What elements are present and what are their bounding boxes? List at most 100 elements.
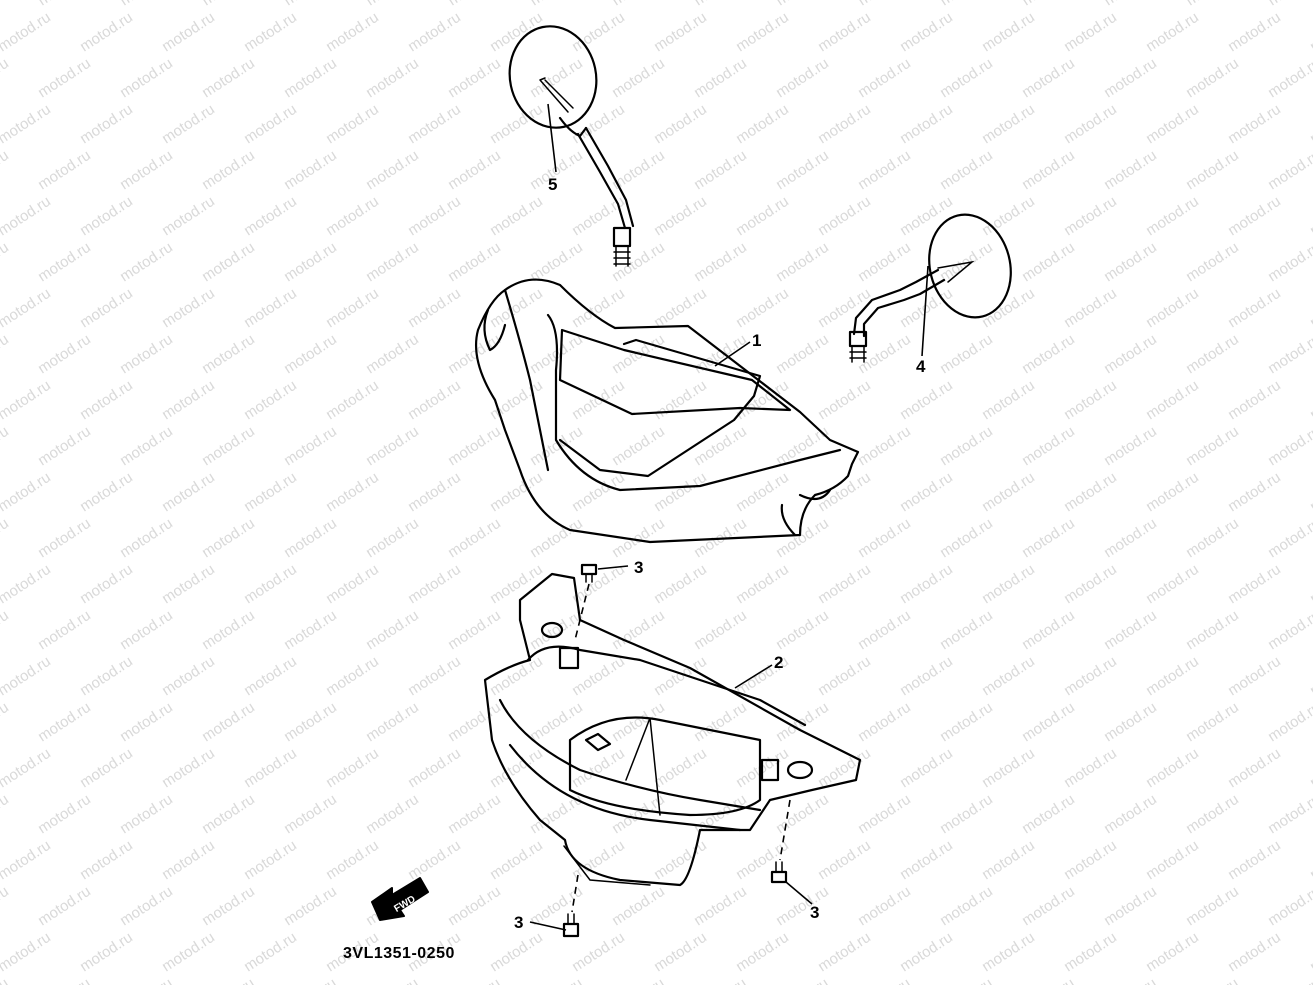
leader-4 [921,265,929,357]
watermark-text: motod.ru [0,791,12,838]
watermark-text: motod.ru [1019,607,1078,654]
watermark-text: motod.ru [0,745,54,792]
watermark-text: motod.ru [1143,653,1202,700]
callout-3-right: 3 [810,903,819,922]
watermark-text: motod.ru [1143,193,1202,240]
watermark-text: motod.ru [855,147,914,194]
watermark-text: motod.ru [35,975,94,985]
leader-3-bottom [529,921,567,931]
watermark-text: motod.ru [1143,929,1202,976]
watermark-text: motod.ru [35,607,94,654]
watermark-text: motod.ru [569,101,628,148]
watermark-text: motod.ru [159,9,218,56]
watermark-text: motod.ru [445,239,504,286]
watermark-text: motod.ru [1225,101,1284,148]
watermark-text: motod.ru [77,377,136,424]
watermark-text: motod.ru [937,883,996,930]
watermark-text: motod.ru [1061,377,1120,424]
watermark-text: motod.ru [1183,55,1242,102]
watermark-text: motod.ru [241,285,300,332]
watermark-text: motod.ru [0,193,54,240]
watermark-text: motod.ru [117,607,176,654]
watermark-text: motod.ru [979,377,1038,424]
watermark-text: motod.ru [363,975,422,985]
watermark-text: motod.ru [1225,745,1284,792]
watermark-text: motod.ru [1019,331,1078,378]
leader-5 [547,103,557,173]
watermark-text: motod.ru [363,515,422,562]
watermark-text: motod.ru [1019,699,1078,746]
watermark-text: motod.ru [1143,745,1202,792]
watermark-text: motod.ru [281,515,340,562]
watermark-text: motod.ru [0,101,54,148]
watermark-text: motod.ru [609,0,668,9]
watermark-text: motod.ru [323,745,382,792]
watermark-text: motod.ru [1061,653,1120,700]
watermark-text: motod.ru [487,469,546,516]
watermark-text: motod.ru [487,653,546,700]
watermark-text: motod.ru [159,193,218,240]
watermark-text: motod.ru [1265,331,1313,378]
watermark-text: motod.ru [691,699,750,746]
watermark-text: motod.ru [323,101,382,148]
callout-3-top: 3 [634,558,643,577]
watermark-text: motod.ru [405,745,464,792]
watermark-text: motod.ru [35,239,94,286]
assembly-line-right [779,799,791,861]
watermark-text: motod.ru [0,469,54,516]
watermark-text: motod.ru [199,791,258,838]
watermark-text: motod.ru [1101,55,1160,102]
watermark-text: motod.ru [855,607,914,654]
watermark-text: motod.ru [937,55,996,102]
watermark-text: motod.ru [1061,837,1120,884]
callout-2: 2 [774,653,783,672]
watermark-text: motod.ru [77,285,136,332]
watermark-text: motod.ru [1183,515,1242,562]
watermark-text: motod.ru [691,0,750,9]
watermark-text: motod.ru [117,975,176,985]
watermark-text: motod.ru [487,929,546,976]
watermark-text: motod.ru [0,0,12,9]
watermark-text: motod.ru [1019,791,1078,838]
screw-bottom [562,913,580,938]
watermark-text: motod.ru [0,147,12,194]
watermark-text: motod.ru [815,193,874,240]
watermark-text: motod.ru [1265,515,1313,562]
watermark-text: motod.ru [609,975,668,985]
watermark-text: motod.ru [363,699,422,746]
watermark-text: motod.ru [159,377,218,424]
watermark-text: motod.ru [609,55,668,102]
watermark-text: motod.ru [651,837,710,884]
watermark-text: motod.ru [159,745,218,792]
watermark-text: motod.ru [773,607,832,654]
watermark-text: motod.ru [281,791,340,838]
watermark-text: motod.ru [1143,561,1202,608]
watermark-text: motod.ru [1183,0,1242,9]
watermark-text: motod.ru [773,331,832,378]
watermark-text: motod.ru [773,423,832,470]
watermark-text: motod.ru [1101,975,1160,985]
watermark-text: motod.ru [77,561,136,608]
watermark-text: motod.ru [159,561,218,608]
watermark-text: motod.ru [1019,975,1078,985]
watermark-text: motod.ru [1307,745,1313,792]
callout-1: 1 [752,331,761,350]
watermark-text: motod.ru [1307,469,1313,516]
watermark-text: motod.ru [855,423,914,470]
watermark-text: motod.ru [691,55,750,102]
watermark-text: motod.ru [199,515,258,562]
watermark-text: motod.ru [979,193,1038,240]
watermark-text: motod.ru [1307,377,1313,424]
watermark-text: motod.ru [1183,699,1242,746]
watermark-text: motod.ru [1061,193,1120,240]
watermark-text: motod.ru [199,699,258,746]
watermark-text: motod.ru [445,883,504,930]
watermark-text: motod.ru [445,607,504,654]
watermark-text: motod.ru [1307,837,1313,884]
forward-arrow-icon: FWD [371,877,429,921]
watermark-text: motod.ru [1143,377,1202,424]
leader-3-right [785,881,813,905]
watermark-text: motod.ru [733,561,792,608]
watermark-text: motod.ru [569,377,628,424]
watermark-text: motod.ru [323,469,382,516]
